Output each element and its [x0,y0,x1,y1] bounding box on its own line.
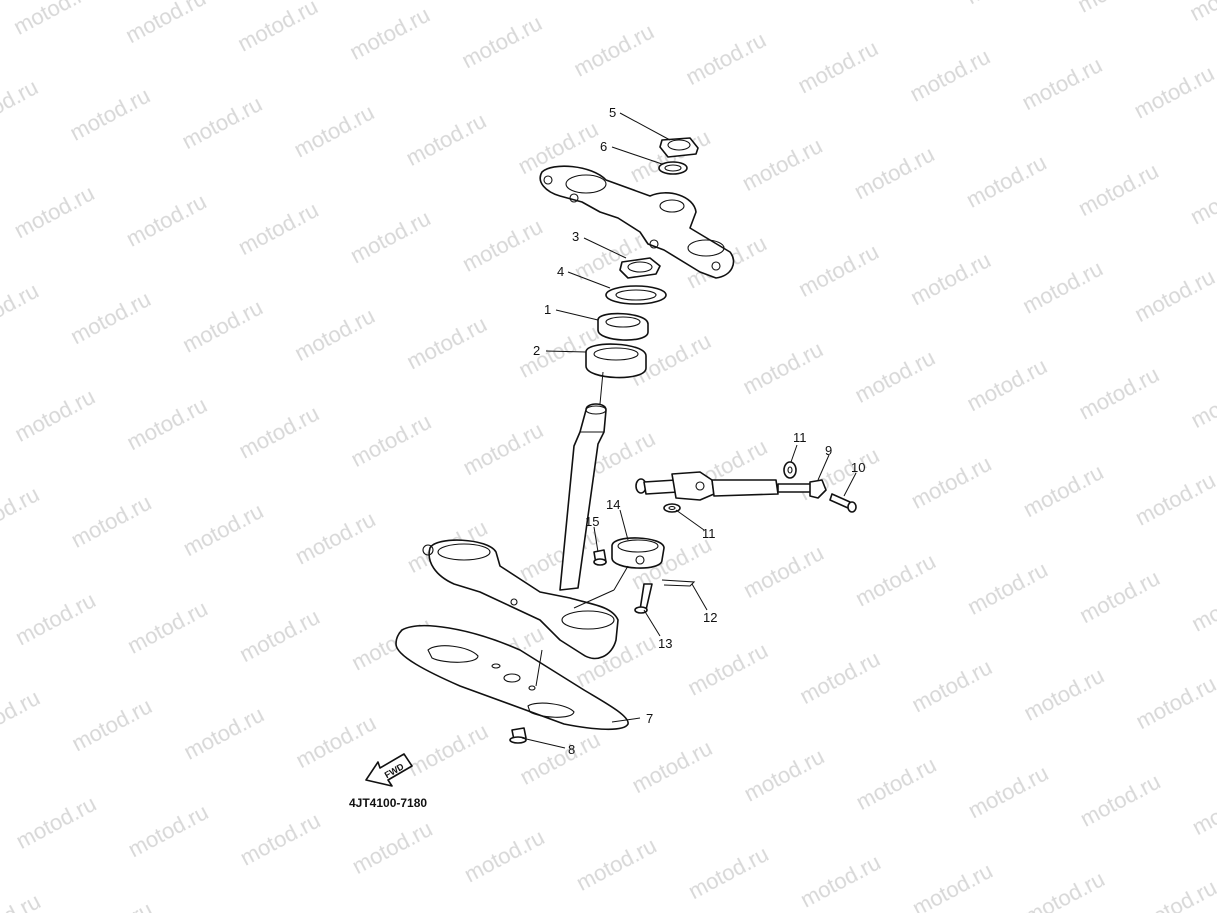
part-4-washer [605,285,667,305]
callout-10: 10 [851,460,865,475]
leader-lines [521,112,857,749]
part-15-bolt [593,549,607,566]
callout-4: 4 [557,264,564,279]
part-5-nut [659,137,699,158]
callout-13: 13 [658,636,672,651]
part-6-washer [658,161,688,175]
callout-14: 14 [606,497,620,512]
part-7-plate [395,625,629,731]
callout-6: 6 [600,139,607,154]
callout-11-lower: 11 [702,526,716,541]
callout-15: 15 [585,514,599,529]
part-11-washer-lower [663,503,681,513]
callout-8: 8 [568,742,575,757]
callout-11-upper: 11 [793,430,807,445]
callout-1: 1 [544,302,551,317]
lower-bracket [422,539,619,660]
steering-damper [635,471,813,501]
callout-3: 3 [572,229,579,244]
part-13-pin [634,583,653,614]
part-14-clamp [611,537,665,569]
part-2-bearing [585,343,647,379]
callout-12: 12 [703,610,717,625]
callout-2: 2 [533,343,540,358]
part-3-ring-nut [619,257,661,279]
steering-stem [559,403,607,591]
upper-bracket [539,165,735,279]
callout-5: 5 [609,105,616,120]
callout-7: 7 [646,711,653,726]
part-1-bearing [597,312,649,341]
part-8-screw [509,727,527,744]
part-11-washer-upper [783,461,797,479]
part-9-fitting [809,479,827,499]
part-10-bolt [829,493,857,513]
diagram-code: 4JT4100-7180 [349,796,427,810]
callout-9: 9 [825,443,832,458]
